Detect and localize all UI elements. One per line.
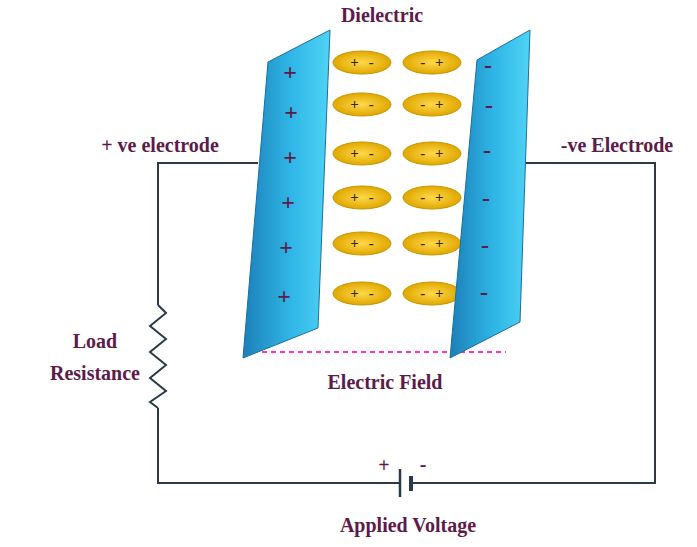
- wire: [158, 163, 258, 305]
- charge-sign: -: [482, 186, 490, 210]
- dipole-ellipse: - +: [403, 93, 461, 116]
- dipole-body: [403, 186, 461, 209]
- dipole-charges: - +: [420, 55, 443, 70]
- electrode-plate: - - - - - -: [450, 30, 532, 360]
- charge-sign: -: [485, 93, 493, 117]
- dipole-ellipse: + -: [333, 232, 391, 255]
- dipole-body: [403, 93, 461, 116]
- dipole-ellipse: - +: [403, 232, 461, 255]
- dipole-body: [333, 51, 391, 74]
- charge-sign: +: [281, 190, 295, 214]
- dipole-body: [333, 186, 391, 209]
- electric-field-line: [262, 351, 506, 353]
- electrode-plate: + + + + + +: [243, 30, 331, 360]
- dipole-ellipse: + -: [333, 186, 391, 209]
- plate-face: [450, 30, 530, 358]
- charge-sign: +: [283, 60, 297, 84]
- dipole-body: [333, 282, 391, 305]
- dipole-body: [333, 142, 391, 165]
- charge-sign: -: [483, 138, 491, 162]
- dipole-charges: - +: [420, 97, 443, 112]
- charge-sign: +: [283, 145, 297, 169]
- dipole-ellipse: - +: [403, 142, 461, 165]
- dielectric-label: Dielectric: [341, 0, 423, 31]
- electrode-label: + ve electrode: [101, 129, 219, 161]
- dipole-body: [333, 232, 391, 255]
- polarity-sign: +: [378, 449, 389, 481]
- dipole-charges: + -: [350, 55, 373, 70]
- charge-sign: +: [279, 235, 293, 259]
- resistor-symbol: [150, 305, 166, 408]
- dipole-body: [403, 51, 461, 74]
- dipole-charges: - +: [420, 190, 443, 205]
- dipole-body: [333, 93, 391, 116]
- dipole-ellipse: + -: [333, 142, 391, 165]
- dipole-charges: - +: [420, 236, 443, 251]
- charge-sign: -: [484, 53, 492, 77]
- plate-outline: [450, 30, 532, 360]
- voltage-label: Applied Voltage: [340, 509, 476, 541]
- dipole-ellipse: - +: [403, 51, 461, 74]
- wire: [412, 163, 655, 483]
- plate-face: [243, 30, 330, 358]
- dipole-charges: + -: [350, 97, 373, 112]
- dipole-ellipse: + -: [333, 51, 391, 74]
- dipole-charges: + -: [350, 236, 373, 251]
- dipole-charges: - +: [420, 146, 443, 161]
- dipole-body: [403, 282, 461, 305]
- battery-plate-short: [409, 476, 413, 491]
- electrode-label: -ve Electrode: [561, 129, 673, 161]
- dipole-body: [403, 232, 461, 255]
- charge-sign: -: [480, 280, 488, 304]
- charge-sign: +: [284, 100, 298, 124]
- wire: [158, 408, 400, 483]
- field-label: Electric Field: [328, 366, 443, 398]
- polarity-sign: -: [420, 448, 427, 480]
- dipole-ellipse: + -: [333, 282, 391, 305]
- dipole-ellipse: - +: [403, 186, 461, 209]
- charge-sign: +: [277, 284, 291, 308]
- dipole-body: [403, 142, 461, 165]
- dipole-charges: - +: [420, 286, 443, 301]
- resistor-label: Load Resistance: [39, 325, 151, 389]
- charge-sign: -: [481, 233, 489, 257]
- dipole-ellipse: - +: [403, 282, 461, 305]
- dipole-charges: + -: [350, 146, 373, 161]
- dipole-ellipse: + -: [333, 93, 391, 116]
- dipole-charges: + -: [350, 190, 373, 205]
- battery-plate-long: [399, 469, 402, 497]
- dipole-charges: + -: [350, 286, 373, 301]
